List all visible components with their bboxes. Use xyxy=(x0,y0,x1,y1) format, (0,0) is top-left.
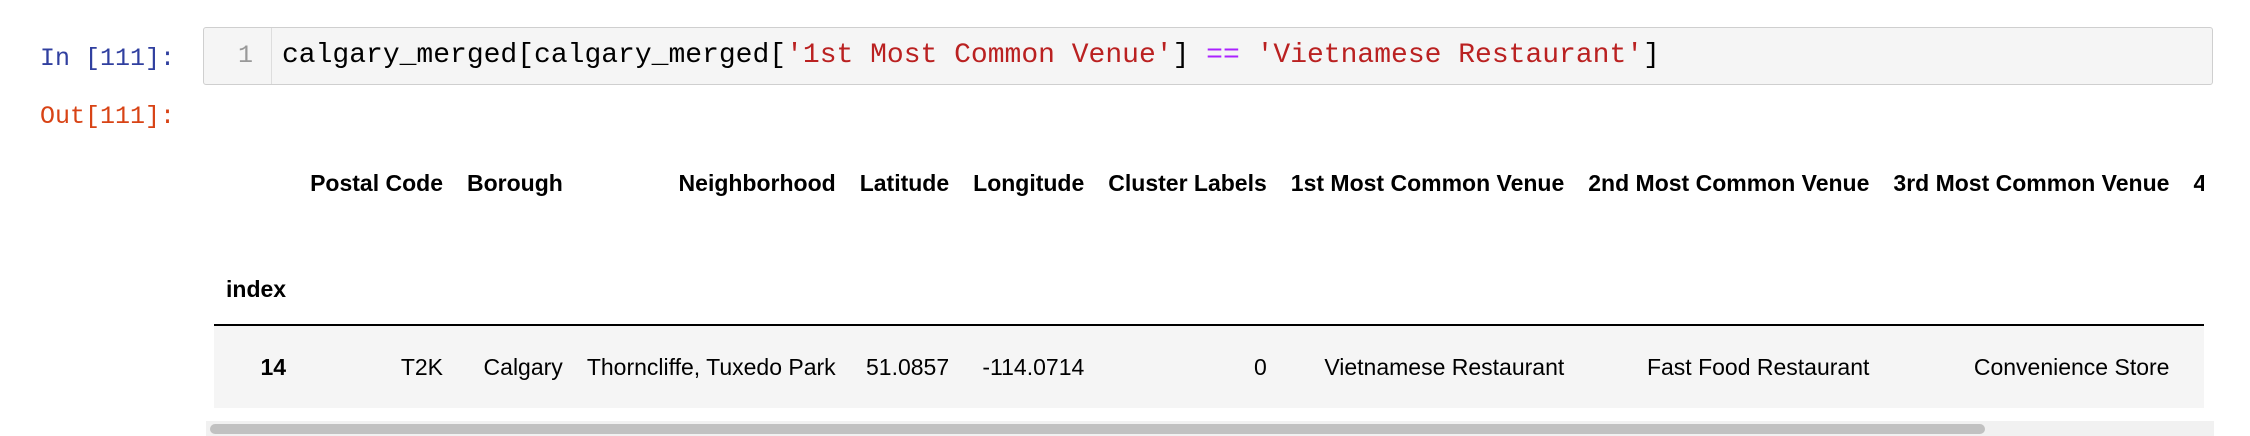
table-cell: T2K xyxy=(400,353,443,380)
table-cell: 51.0857 xyxy=(866,353,950,380)
index-name-row: index xyxy=(214,254,2204,326)
column-header: 2nd Most Common Venue xyxy=(1588,170,1870,196)
table-cell: Convenience Store xyxy=(1973,353,2170,380)
index-name-header: index xyxy=(214,254,299,326)
index-row-spacer xyxy=(2181,254,2204,326)
column-header: Borough xyxy=(467,170,563,196)
index-row-spacer xyxy=(298,254,455,326)
index-row-spacer xyxy=(961,254,1097,326)
row-index: 14 xyxy=(260,353,287,380)
table-cell: Vietnamese Restaurant xyxy=(1324,353,1565,380)
column-header: Postal Code xyxy=(310,170,443,196)
table-body: 14 T2K Calgary Thorncliffe, Tuxedo Park 51.0… xyxy=(214,325,2204,408)
index-header-blank xyxy=(214,118,298,254)
column-header: 4th Most Common Venue xyxy=(2193,170,2204,196)
column-header: 3rd Most Common Venue xyxy=(1893,170,2170,196)
code-string: 'Vietnamese Restaurant' xyxy=(1256,40,1644,71)
column-header: Latitude xyxy=(859,170,950,196)
table-cell: Fast Food Restaurant xyxy=(1646,353,1870,380)
code-line[interactable]: calgary_merged[calgary_merged['1st Most … xyxy=(282,28,1660,84)
code-text: calgary_merged[calgary_merged[ xyxy=(282,40,787,71)
table-cell: 0 xyxy=(1253,353,1267,380)
index-row-spacer xyxy=(455,254,575,326)
code-cell-input[interactable]: 1 calgary_merged[calgary_merged['1st Mos… xyxy=(203,27,2213,85)
line-number: 1 xyxy=(204,28,272,84)
index-row-spacer xyxy=(1881,254,2182,326)
input-prompt: In [111]: xyxy=(40,44,176,73)
code-text: ] xyxy=(1643,40,1660,71)
index-row-spacer xyxy=(574,254,848,326)
scrollbar-thumb[interactable] xyxy=(210,424,1985,434)
code-operator: == xyxy=(1206,40,1240,71)
code-string: '1st Most Common Venue' xyxy=(786,40,1173,71)
code-text: ] xyxy=(1172,40,1207,71)
table-cell: Massage Studio xyxy=(2181,325,2204,408)
index-row-spacer xyxy=(1096,254,1279,326)
column-header: Neighborhood xyxy=(678,170,836,196)
table-row: 14 T2K Calgary Thorncliffe, Tuxedo Park 51.0… xyxy=(214,325,2204,408)
column-header-row: Postal Code Borough Neighborhood Latitude Lo… xyxy=(214,118,2204,254)
table-cell: Thorncliffe, Tuxedo Park xyxy=(586,353,836,380)
code-text xyxy=(1240,40,1257,71)
table-cell: -114.0714 xyxy=(982,353,1085,380)
dataframe-table: Postal Code Borough Neighborhood Latitude Lo… xyxy=(214,118,2204,408)
table-cell: Calgary xyxy=(483,353,563,380)
column-header: Longitude xyxy=(973,170,1085,196)
column-header: 1st Most Common Venue xyxy=(1290,170,1565,196)
horizontal-scrollbar[interactable] xyxy=(206,421,2214,436)
output-area: Postal Code Borough Neighborhood Latitude Lo… xyxy=(214,118,2204,428)
column-header: Cluster Labels xyxy=(1108,170,1267,196)
index-row-spacer xyxy=(1576,254,1882,326)
index-row-spacer xyxy=(847,254,962,326)
index-row-spacer xyxy=(1278,254,1577,326)
output-prompt: Out[111]: xyxy=(40,102,176,131)
